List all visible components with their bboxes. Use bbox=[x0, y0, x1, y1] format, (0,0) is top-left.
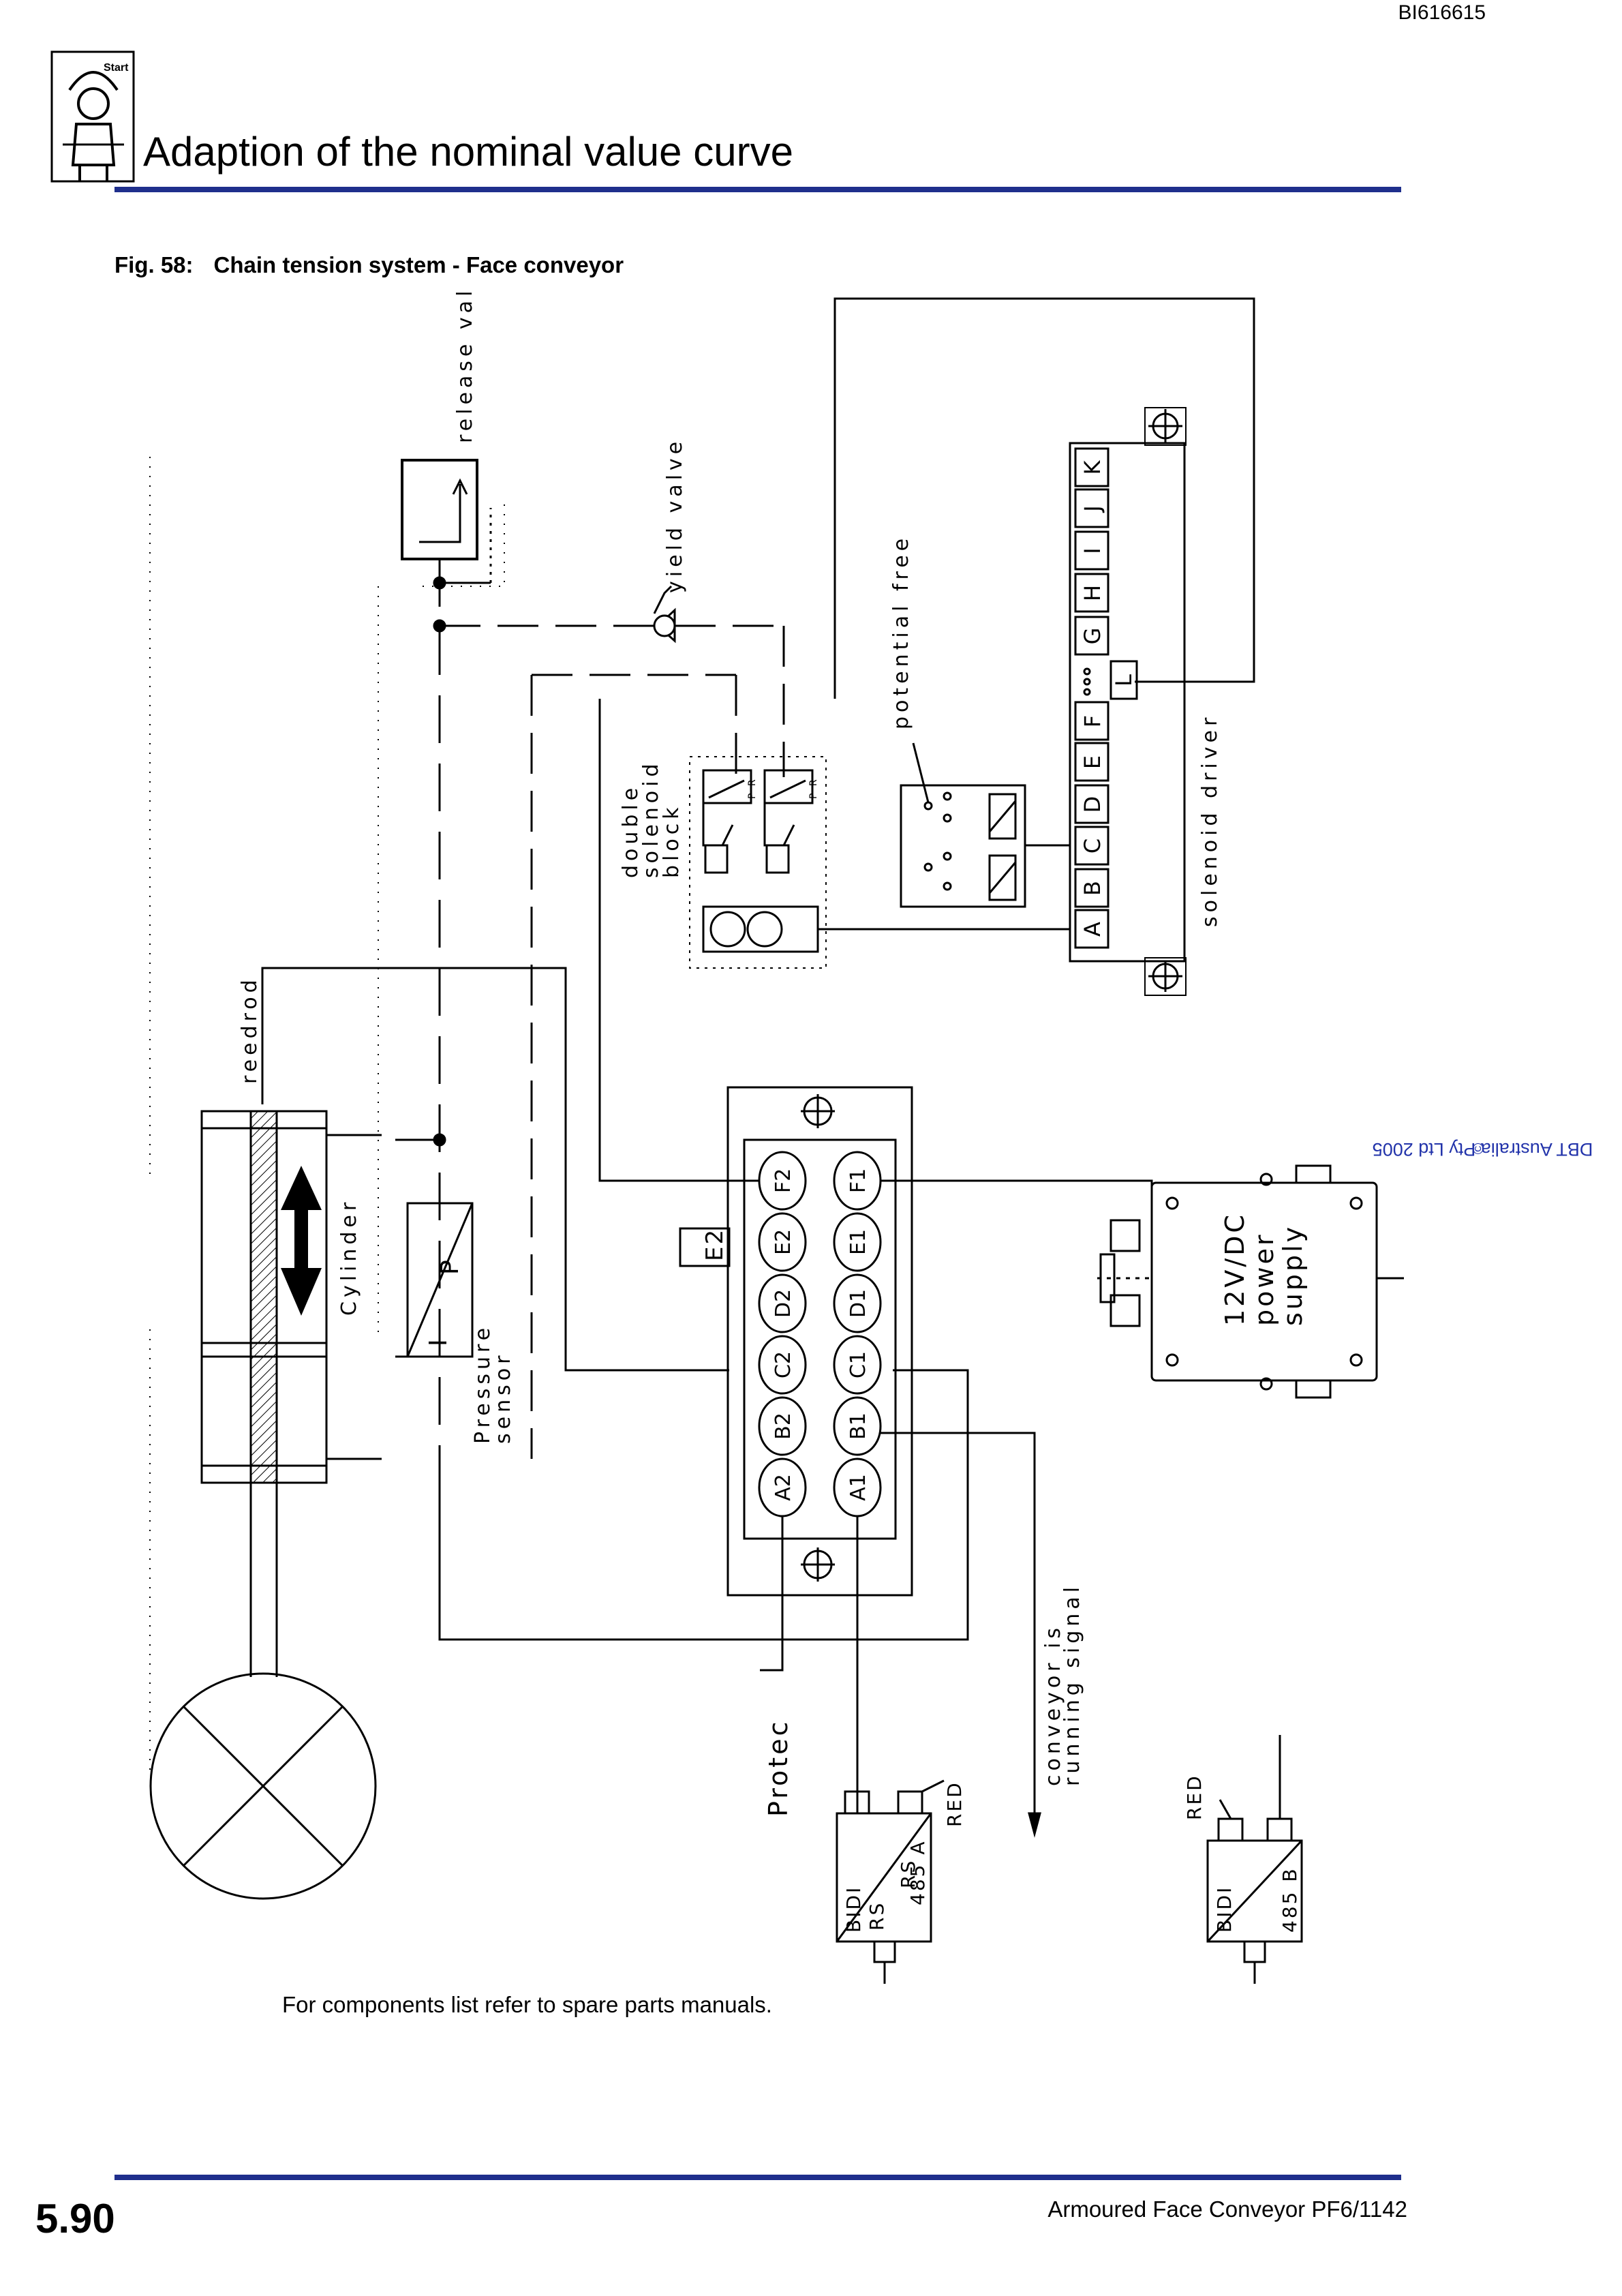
pressure-label: Pressure bbox=[471, 1324, 495, 1444]
figure-caption: Fig. 58: Chain tension system - Face conv… bbox=[114, 252, 624, 278]
copyright-text: DBT Australia Pty Ltd 2005 bbox=[1372, 1138, 1593, 1160]
supply-12v-label: 12V/DC bbox=[1220, 1212, 1250, 1326]
cylinder bbox=[200, 1110, 382, 1677]
figure-number: Fig. 58: bbox=[114, 252, 194, 277]
chain-tension-schematic: release valve yield valve potential free… bbox=[149, 286, 1404, 1984]
sensor-i-label: I bbox=[425, 1337, 453, 1346]
footer-rule bbox=[114, 2175, 1401, 2180]
protec-terminal: B2 bbox=[771, 1413, 795, 1440]
potential-free-relay bbox=[900, 742, 1070, 908]
protec-terminal: F2 bbox=[771, 1168, 795, 1193]
pressure-sensor bbox=[395, 1202, 474, 1358]
protec-terminal: B1 bbox=[846, 1413, 870, 1440]
red-label-b: RED bbox=[1183, 1774, 1206, 1820]
footer-title: Armoured Face Conveyor PF6/1142 bbox=[1047, 2196, 1407, 2222]
protec-terminal: E2 bbox=[771, 1229, 795, 1255]
driver-terminal: E bbox=[1080, 755, 1105, 769]
port-485a-label: 485 A bbox=[906, 1840, 929, 1906]
red-label-a: RED bbox=[943, 1781, 966, 1827]
bidirectional-arrow bbox=[281, 1166, 322, 1316]
power-label: power bbox=[1249, 1233, 1279, 1326]
driver-terminal: D bbox=[1080, 796, 1105, 813]
power-supply-12v bbox=[1097, 1164, 1404, 1399]
double-solenoid-block bbox=[689, 756, 827, 969]
yield-valve bbox=[653, 585, 676, 644]
rs-b-label: RS bbox=[897, 1859, 919, 1888]
copyright-notice: DBT Australia Pty Ltd 2005 © bbox=[1372, 1023, 1593, 1275]
conveyor-is-label: conveyor is bbox=[1041, 1624, 1065, 1786]
port-485b-label: 485 B bbox=[1279, 1867, 1301, 1933]
block-label: block bbox=[660, 803, 684, 878]
protec-controller bbox=[679, 1086, 913, 1597]
protec-terminal: E1 bbox=[846, 1229, 870, 1255]
protec-terminal: F1 bbox=[846, 1168, 870, 1193]
solenoid-driver bbox=[1069, 407, 1187, 996]
e2-tag-label: E2 bbox=[701, 1228, 729, 1261]
bidi-rs485-a bbox=[836, 1779, 945, 1963]
driver-terminal: F bbox=[1080, 715, 1105, 727]
drive-motor bbox=[149, 1672, 377, 1900]
section-title: Adaption of the nominal value curve bbox=[143, 129, 793, 175]
cylinder-label: Cylinder bbox=[337, 1198, 361, 1316]
sensor-label: sensor bbox=[491, 1352, 515, 1444]
driver-terminal: G bbox=[1080, 628, 1105, 645]
driver-terminal: B bbox=[1080, 881, 1105, 896]
rs-a-label: RS bbox=[866, 1901, 888, 1931]
protec-label: Protec bbox=[763, 1719, 793, 1817]
start-icon: Start bbox=[50, 50, 135, 183]
start-label: Start bbox=[104, 62, 129, 74]
driver-terminal: A bbox=[1080, 922, 1105, 937]
protec-terminal: D1 bbox=[846, 1289, 870, 1318]
solenoid-driver-label: solenoid driver bbox=[1198, 714, 1222, 927]
valve-pr-label-1: P R bbox=[747, 777, 758, 799]
driver-terminal: I bbox=[1080, 547, 1105, 554]
page-number: 5.90 bbox=[35, 2196, 115, 2241]
driver-terminal: C bbox=[1080, 839, 1105, 854]
bidi-b-label: BIDI bbox=[1213, 1886, 1236, 1933]
solenoid-label: solenoid bbox=[639, 759, 663, 878]
driver-terminal: K bbox=[1080, 459, 1105, 474]
supply-label: supply bbox=[1278, 1224, 1308, 1326]
protec-terminal: D2 bbox=[771, 1289, 795, 1318]
protec-terminal: C1 bbox=[846, 1351, 870, 1378]
release-valve-label: release valve bbox=[453, 286, 477, 443]
running-signal-label: running signal bbox=[1060, 1583, 1084, 1786]
header-rule bbox=[114, 187, 1401, 192]
sensor-p-label: P bbox=[436, 1258, 464, 1275]
yield-valve-label: yield valve bbox=[663, 438, 687, 593]
bidi-a-label: BIDI bbox=[842, 1886, 865, 1933]
double-label: double bbox=[619, 784, 643, 878]
protec-terminal: A1 bbox=[846, 1474, 870, 1501]
protec-terminal: A2 bbox=[771, 1474, 795, 1501]
document-id: BI616615 bbox=[1398, 1, 1486, 24]
protec-terminal: C2 bbox=[771, 1351, 795, 1378]
potential-free-label: potential free bbox=[889, 534, 913, 729]
figure-title: Chain tension system - Face conveyor bbox=[213, 252, 624, 277]
reedrod-label: reedrod bbox=[238, 976, 262, 1084]
driver-extra-terminal: L bbox=[1111, 674, 1137, 686]
components-note: For components list refer to spare parts… bbox=[282, 1992, 772, 2017]
driver-terminal: J bbox=[1080, 505, 1105, 513]
valve-pr-label-2: P R bbox=[808, 777, 819, 799]
release-valve bbox=[401, 459, 478, 560]
driver-terminal: H bbox=[1080, 585, 1105, 601]
